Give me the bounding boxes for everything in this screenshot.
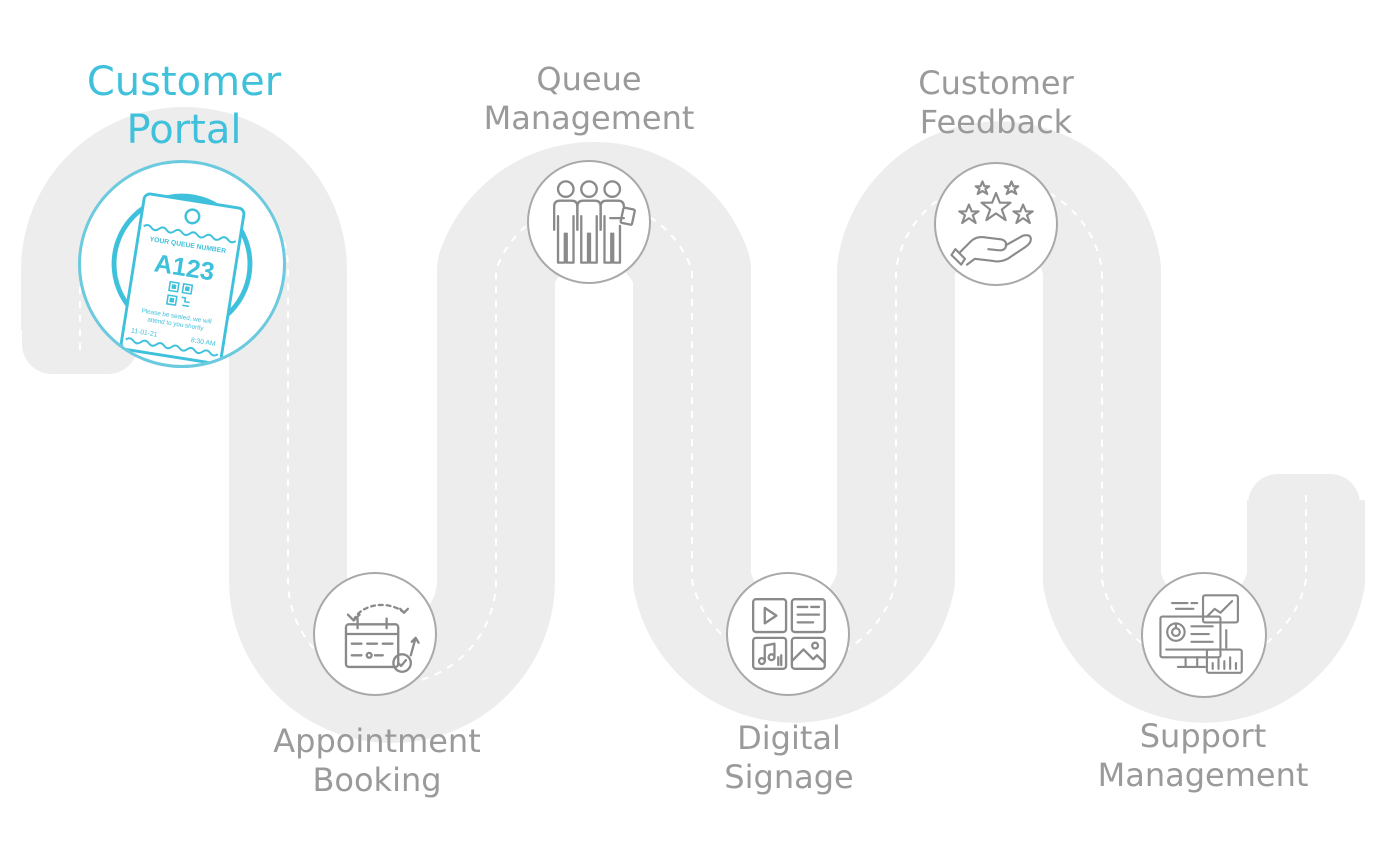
step-label-customer-portal: Customer Portal xyxy=(87,58,281,154)
step-label-line: Booking xyxy=(312,761,442,800)
step-label-appointment-booking: Appointment Booking xyxy=(273,722,481,800)
road-end-cap xyxy=(1248,474,1360,570)
step-label-line: Portal xyxy=(126,107,242,153)
step-label-line: Management xyxy=(1097,756,1309,795)
step-node-customer-feedback[interactable] xyxy=(934,162,1058,286)
qr-code-icon xyxy=(165,280,194,308)
step-label-queue-management: Queue Management xyxy=(484,60,695,138)
monitor-dashboard-icon xyxy=(1159,594,1243,674)
step-label-line: Queue xyxy=(536,60,642,98)
step-node-appointment-booking[interactable] xyxy=(313,572,437,696)
ticket-date: 11-01-21 xyxy=(130,328,158,339)
step-node-queue-management[interactable] xyxy=(527,160,651,284)
step-node-support-management[interactable] xyxy=(1141,572,1267,698)
queue-ticket-icon: YOUR QUEUE NUMBER A123 Please be seated,… xyxy=(111,192,253,365)
media-screens-icon xyxy=(752,598,826,670)
step-label-line: Feedback xyxy=(919,103,1073,142)
step-label-line: Appointment xyxy=(273,722,481,760)
people-queue-icon xyxy=(553,180,636,264)
step-node-customer-portal[interactable]: YOUR QUEUE NUMBER A123 Please be seated,… xyxy=(78,160,286,368)
step-label-digital-signage: Digital Signage xyxy=(724,719,853,797)
step-label-line: Support xyxy=(1139,717,1267,755)
step-label-line: Customer xyxy=(86,59,282,105)
step-label-customer-feedback: Customer Feedback xyxy=(918,64,1073,142)
step-label-line: Management xyxy=(483,99,695,138)
step-label-support-management: Support Management xyxy=(1098,717,1309,795)
step-node-digital-signage[interactable] xyxy=(726,572,850,696)
calendar-icon xyxy=(344,603,420,673)
ticket-time: 8:30 AM xyxy=(190,337,216,348)
step-label-line: Digital xyxy=(737,719,841,757)
step-label-line: Signage xyxy=(724,758,854,797)
step-label-line: Customer xyxy=(918,64,1074,102)
road-dashed-line xyxy=(79,165,1307,685)
stars-hand-icon xyxy=(950,180,1034,266)
